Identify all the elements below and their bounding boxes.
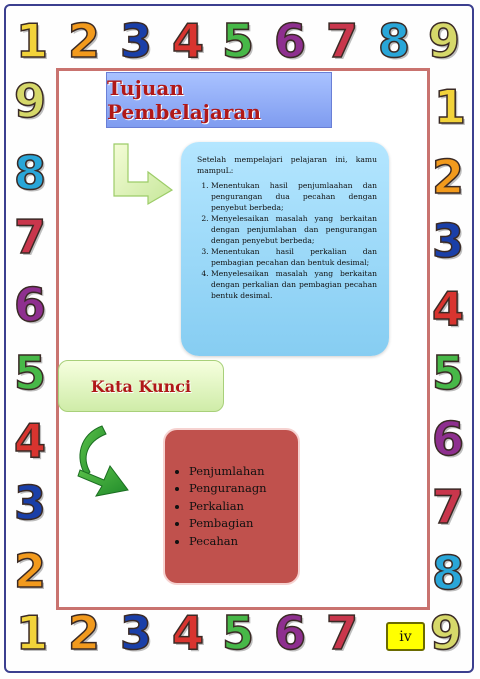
- border-digit-top-1: 1: [15, 14, 49, 68]
- border-digit-bottom-4: 4: [171, 606, 205, 660]
- border-digit-bottom-3: 3: [119, 606, 153, 660]
- curved-green-arrow-icon: [77, 425, 129, 497]
- border-digit-left-8: 8: [13, 146, 47, 200]
- title-banner: Tujuan Pembelajaran: [106, 72, 332, 128]
- border-digit-top-3: 3: [119, 14, 153, 68]
- border-digit-left-6: 6: [13, 278, 47, 332]
- keyword-item: Pembagian: [189, 515, 267, 533]
- keyword-item: Perkalian: [189, 498, 267, 516]
- page-number: iv: [386, 622, 425, 651]
- border-digit-top-4: 4: [171, 14, 205, 68]
- border-digit-top-9: 9: [427, 14, 461, 68]
- keywords-card: Penjumlahan Penguranagn Perkalian Pembag…: [163, 428, 300, 585]
- border-digit-right-8: 8: [431, 546, 465, 600]
- objective-item: Menentukan hasil perkalian dan pembagian…: [211, 246, 377, 268]
- keyword-heading: Kata Kunci: [90, 376, 192, 396]
- border-digit-top-7: 7: [325, 14, 359, 68]
- keyword-item: Penjumlahan: [189, 463, 267, 481]
- objectives-list: Menentukan hasil penjumlaahan dan pengur…: [197, 180, 377, 301]
- border-digit-top-6: 6: [273, 14, 307, 68]
- objective-item: Menyelesaikan masalah yang berkaitan den…: [211, 268, 377, 301]
- border-digit-left-5: 5: [13, 346, 47, 400]
- objective-item: Menyelesaikan masalah yang berkaitan den…: [211, 213, 377, 246]
- border-digit-right-1: 1: [433, 80, 467, 134]
- keywords-list: Penjumlahan Penguranagn Perkalian Pembag…: [175, 463, 267, 551]
- border-digit-bottom-9: 9: [429, 606, 463, 660]
- border-digit-left-2: 2: [13, 544, 47, 598]
- border-digit-left-3: 3: [13, 476, 47, 530]
- border-digit-right-3: 3: [431, 214, 465, 268]
- border-digit-bottom-6: 6: [273, 606, 307, 660]
- objective-item: Menentukan hasil penjumlaahan dan pengur…: [211, 180, 377, 213]
- l-shaped-arrow-icon: [113, 143, 174, 206]
- border-digit-top-2: 2: [67, 14, 101, 68]
- keyword-banner: Kata Kunci: [58, 360, 224, 412]
- border-digit-top-5: 5: [221, 14, 255, 68]
- border-digit-right-2: 2: [431, 150, 465, 204]
- objectives-box: Setelah mempelajari pelajaran ini, kamu …: [181, 142, 389, 356]
- objectives-intro: Setelah mempelajari pelajaran ini, kamu …: [197, 155, 377, 175]
- page-title: Tujuan Pembelajaran: [107, 76, 261, 124]
- keyword-item: Penguranagn: [189, 480, 267, 498]
- border-digit-bottom-1: 1: [15, 606, 49, 660]
- border-digit-left-4: 4: [13, 414, 47, 468]
- border-digit-bottom-5: 5: [221, 606, 255, 660]
- border-digit-top-8: 8: [377, 14, 411, 68]
- border-digit-right-5: 5: [431, 346, 465, 400]
- border-digit-bottom-7: 7: [325, 606, 359, 660]
- border-digit-left-9: 9: [13, 74, 47, 128]
- outer-frame: [4, 4, 474, 673]
- border-digit-right-7: 7: [431, 480, 465, 534]
- border-digit-right-4: 4: [431, 282, 465, 336]
- border-digit-left-7: 7: [13, 210, 47, 264]
- border-digit-bottom-2: 2: [67, 606, 101, 660]
- keyword-item: Pecahan: [189, 533, 267, 551]
- border-digit-right-6: 6: [431, 412, 465, 466]
